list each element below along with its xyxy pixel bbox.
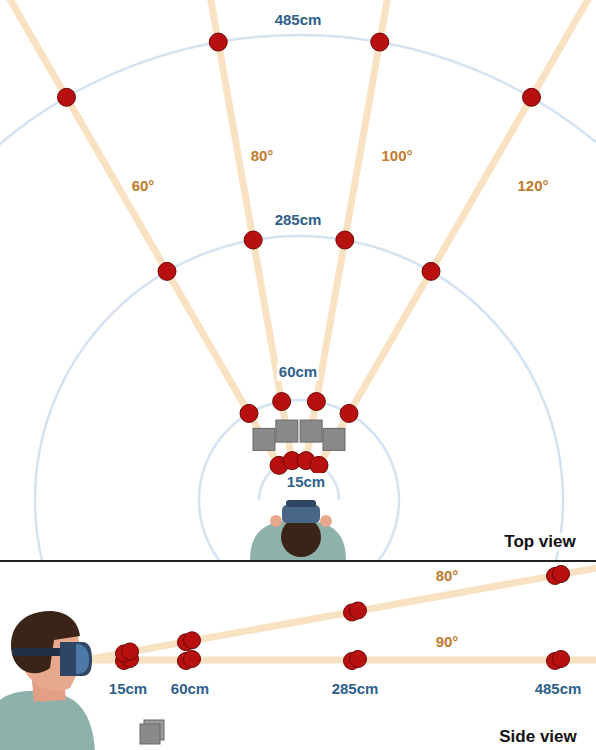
- angle-label: 60°: [130, 177, 157, 195]
- target-dot: [307, 393, 325, 411]
- target-dot: [371, 33, 389, 51]
- distance-label: 60cm: [169, 680, 211, 698]
- grey-block: [140, 724, 160, 744]
- target-dot: [184, 632, 201, 649]
- angle-label: 100°: [379, 147, 414, 165]
- target-dot: [158, 262, 176, 280]
- top-view: [0, 0, 596, 560]
- divider: [0, 560, 596, 562]
- distance-arc: [0, 35, 596, 560]
- headset-front: [286, 500, 316, 507]
- target-dot: [209, 33, 227, 51]
- target-dot: [240, 404, 258, 422]
- target-dot: [350, 651, 367, 668]
- distance-arc: [35, 236, 563, 560]
- angle-label: 80°: [434, 567, 461, 585]
- view-title: Side view: [497, 728, 578, 746]
- grey-block: [276, 420, 298, 442]
- distance-label: 485cm: [533, 680, 584, 698]
- person-side: [0, 611, 95, 750]
- target-dot: [523, 88, 541, 106]
- target-dot: [350, 602, 367, 619]
- headset: [282, 505, 320, 523]
- view-ray: [306, 0, 438, 461]
- grey-block: [323, 428, 345, 450]
- person-top: [250, 500, 346, 560]
- hand: [320, 515, 332, 527]
- target-dot: [310, 456, 328, 474]
- headset-front: [76, 644, 89, 674]
- angle-label: 80°: [249, 147, 276, 165]
- target-dot: [184, 651, 201, 668]
- target-dot: [58, 88, 76, 106]
- headset: [60, 642, 92, 676]
- view-ray: [85, 568, 596, 660]
- distance-label: 285cm: [330, 680, 381, 698]
- grey-block: [300, 420, 322, 442]
- angle-label: 120°: [515, 177, 550, 195]
- distance-label: 15cm: [285, 473, 327, 491]
- target-dot: [553, 651, 570, 668]
- grey-block: [253, 428, 275, 450]
- distance-label: 60cm: [277, 363, 319, 381]
- distance-label: 15cm: [107, 680, 149, 698]
- target-dot: [336, 231, 354, 249]
- side-view: [85, 566, 596, 745]
- view-ray: [160, 0, 292, 461]
- view-ray: [85, 657, 596, 664]
- distance-label: 485cm: [273, 11, 324, 29]
- target-dot: [422, 262, 440, 280]
- view-ray: [0, 0, 279, 465]
- target-dot: [122, 643, 139, 660]
- view-title: Top view: [502, 533, 577, 551]
- distance-arc: [199, 400, 399, 560]
- target-dot: [273, 393, 291, 411]
- angle-label: 90°: [434, 633, 461, 651]
- distance-label: 285cm: [273, 211, 324, 229]
- hand: [270, 515, 282, 527]
- target-dot: [340, 404, 358, 422]
- target-dot: [553, 566, 570, 583]
- target-dot: [244, 231, 262, 249]
- view-ray: [319, 0, 596, 465]
